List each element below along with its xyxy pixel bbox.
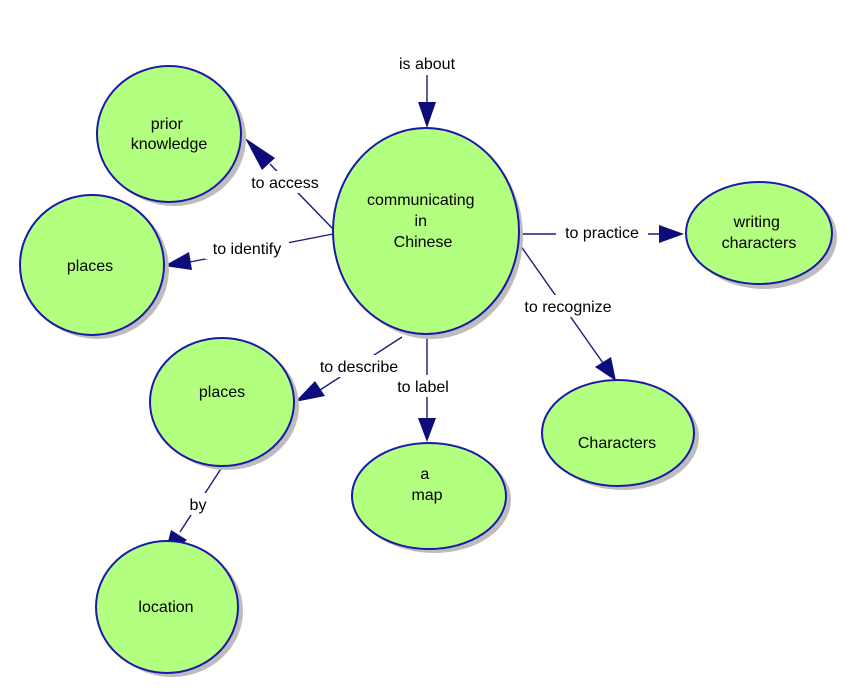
node-label: location [138, 599, 193, 616]
arrowhead-is-about [418, 102, 436, 128]
to-recognize-label: to recognize [524, 299, 611, 316]
node-places-describe[interactable]: places [149, 337, 299, 470]
arrowhead-to-identify [164, 252, 192, 270]
edge-label-to-identify: to identify [205, 237, 289, 259]
to-describe-label: to describe [320, 359, 398, 376]
is-about-label: is about [399, 56, 456, 73]
arrowhead-to-label [418, 418, 436, 442]
node-label: places [67, 258, 113, 275]
to-practice-label: to practice [565, 225, 639, 242]
to-identify-label: to identify [213, 241, 281, 258]
node-location[interactable]: location [95, 540, 243, 677]
node-places-identify[interactable]: places [19, 194, 169, 339]
to-access-label: to access [251, 175, 319, 192]
node-a-map[interactable]: a map [351, 442, 511, 553]
edge-label-to-describe: to describe [313, 355, 407, 377]
node-characters[interactable]: Characters [541, 379, 699, 490]
node-communicating-in-chinese[interactable]: communicating in Chinese [332, 127, 523, 339]
to-label-label: to label [397, 379, 449, 396]
node-prior-knowledge[interactable]: prior knowledge [96, 65, 246, 206]
node-label: communicating in Chinese [367, 192, 479, 251]
node-label: prior knowledge [131, 116, 208, 153]
node-label: writing characters [722, 214, 797, 252]
edge-label-to-label: to label [390, 375, 456, 397]
arrowhead-to-describe [295, 381, 325, 402]
node-label: places [199, 384, 245, 401]
edge-label-is-about: is about [399, 56, 456, 73]
arrowhead-to-practice [659, 225, 684, 243]
arrowhead-to-recognize [595, 357, 616, 381]
node-label: a map [411, 466, 442, 504]
edge-labels: is about to access to identify to descri… [185, 56, 648, 515]
node-writing-characters[interactable]: writing characters [685, 181, 837, 289]
arrowhead-to-access [245, 138, 275, 170]
edge-label-to-recognize: to recognize [515, 295, 621, 317]
node-label: Characters [578, 435, 656, 452]
by-label: by [190, 497, 207, 514]
edge-label-to-access: to access [244, 171, 326, 193]
edge-label-by: by [185, 493, 211, 515]
edge-label-to-practice: to practice [556, 222, 648, 244]
